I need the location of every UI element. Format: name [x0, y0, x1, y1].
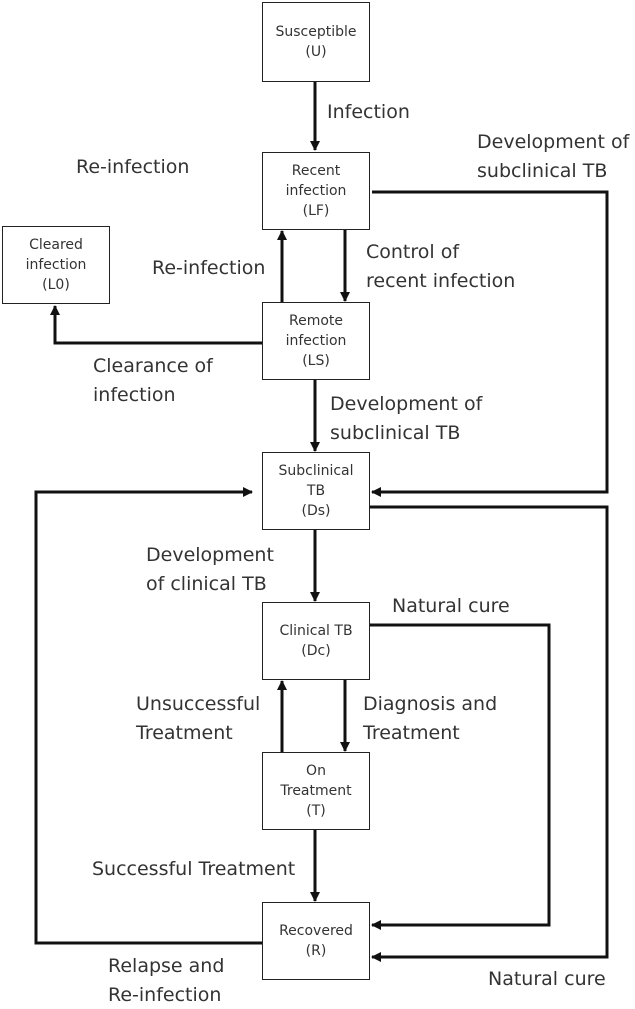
arrow-lf-to-ds [372, 192, 607, 492]
label-line: Successful Treatment [92, 855, 295, 884]
label-reinfection-mid: Re-infection [152, 254, 265, 283]
label-infection: Infection [327, 98, 410, 127]
label-line: subclinical TB [330, 419, 482, 448]
node-line: (U) [305, 42, 326, 62]
node-line: Susceptible [275, 22, 356, 42]
node-line: On [306, 761, 326, 781]
node-line: (R) [306, 941, 327, 961]
node-line: Cleared [29, 235, 83, 255]
label-line: Relapse and [108, 952, 224, 981]
label-diagnosis-treatment: Diagnosis and Treatment [363, 690, 497, 747]
node-remote-infection: Remote infection (LS) [262, 302, 370, 380]
label-natural-cure-top: Natural cure [392, 592, 510, 621]
node-cleared-infection: Cleared infection (L0) [2, 226, 110, 304]
node-line: Subclinical [278, 461, 353, 481]
node-line: Treatment [280, 781, 351, 801]
label-unsuccessful-treatment: Unsuccessful Treatment [136, 690, 260, 747]
node-clinical-tb: Clinical TB (Dc) [262, 602, 370, 680]
label-natural-cure-bottom: Natural cure [488, 965, 606, 994]
label-line: Development of [477, 128, 629, 157]
label-line: Control of [366, 238, 515, 267]
label-line: Treatment [136, 719, 260, 748]
label-control-recent-infection: Control of recent infection [366, 238, 515, 295]
node-line: (LF) [303, 201, 330, 221]
label-development-subclinical-right: Development of subclinical TB [477, 128, 629, 185]
label-line: Re-infection [108, 981, 224, 1009]
node-subclinical-tb: Subclinical TB (Ds) [262, 452, 370, 530]
label-line: recent infection [366, 267, 515, 296]
node-recovered: Recovered (R) [262, 902, 370, 980]
node-line: TB [307, 481, 325, 501]
label-line: Infection [327, 98, 410, 127]
label-development-subclinical-mid: Development of subclinical TB [330, 390, 482, 447]
label-line: Re-infection [152, 254, 265, 283]
node-line: Recent [292, 161, 340, 181]
label-line: Re-infection [76, 153, 189, 182]
node-recent-infection: Recent infection (LF) [262, 152, 370, 230]
label-successful-treatment: Successful Treatment [92, 855, 295, 884]
label-relapse-reinfection: Relapse and Re-infection [108, 952, 224, 1009]
node-line: infection [26, 255, 87, 275]
label-line: Treatment [363, 719, 497, 748]
label-line: Natural cure [488, 965, 606, 994]
node-line: Clinical TB [279, 621, 352, 641]
node-line: infection [286, 181, 347, 201]
label-clearance-of-infection: Clearance of infection [93, 352, 213, 409]
label-line: subclinical TB [477, 157, 629, 186]
label-line: Clearance of [93, 352, 213, 381]
node-line: Recovered [279, 921, 353, 941]
label-reinfection-top: Re-infection [76, 153, 189, 182]
label-line: Development of [330, 390, 482, 419]
node-line: Remote [289, 311, 343, 331]
arrow-dc-to-r [370, 625, 549, 925]
node-line: (Ds) [302, 501, 331, 521]
node-on-treatment: On Treatment (T) [262, 752, 370, 830]
node-line: (T) [306, 801, 325, 821]
node-line: infection [286, 331, 347, 351]
node-line: (L0) [42, 275, 70, 295]
node-line: (Dc) [301, 641, 330, 661]
node-susceptible: Susceptible (U) [262, 2, 370, 82]
arrow-ls-to-l0 [55, 306, 262, 343]
label-line: Natural cure [392, 592, 510, 621]
label-line: Development [146, 541, 274, 570]
label-line: Unsuccessful [136, 690, 260, 719]
label-line: of clinical TB [146, 570, 274, 599]
label-development-clinical: Development of clinical TB [146, 541, 274, 598]
label-line: infection [93, 381, 213, 410]
label-line: Diagnosis and [363, 690, 497, 719]
node-line: (LS) [302, 351, 330, 371]
